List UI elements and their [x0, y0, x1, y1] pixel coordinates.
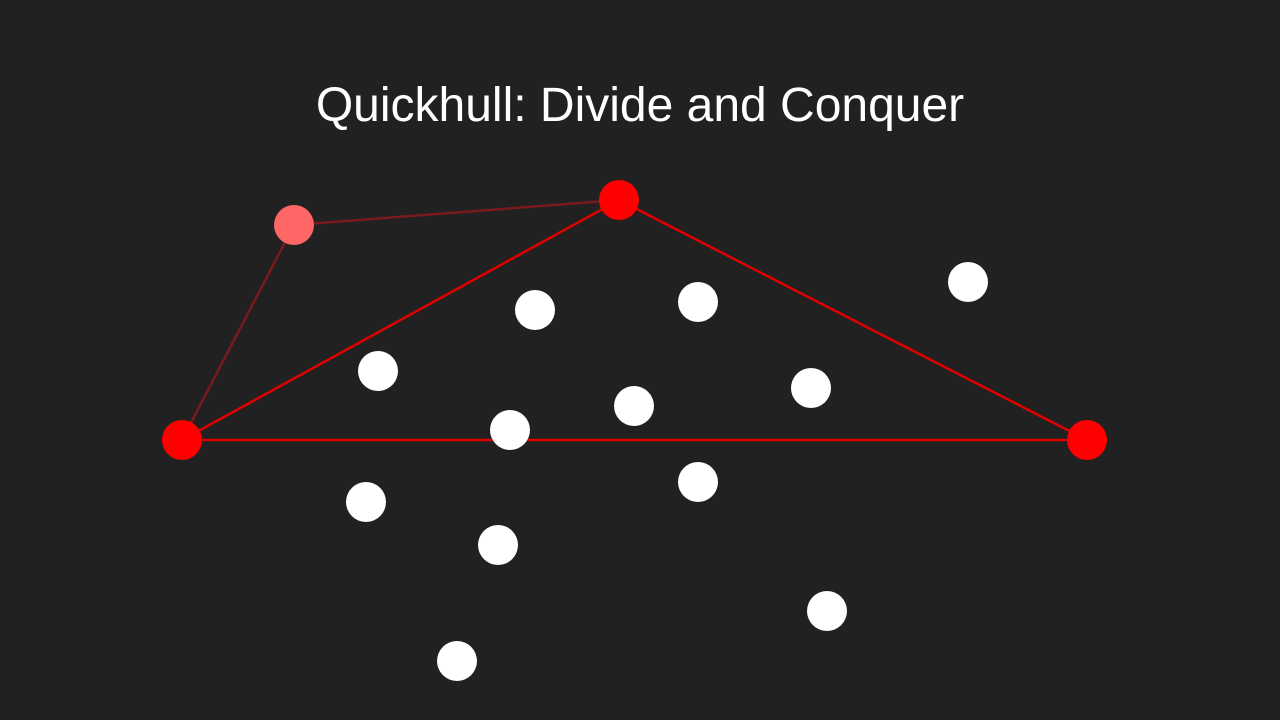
hull-point-candidate	[274, 205, 314, 245]
hull-edge-right	[618, 198, 1088, 442]
hull-point-top	[599, 180, 639, 220]
point	[358, 351, 398, 391]
point	[515, 290, 555, 330]
point	[678, 462, 718, 502]
point	[678, 282, 718, 322]
point	[791, 368, 831, 408]
point	[807, 591, 847, 631]
candidate-edge-left	[180, 224, 296, 441]
hull-point-right	[1067, 420, 1107, 460]
hull-edge-left	[181, 198, 620, 442]
point	[478, 525, 518, 565]
diagram-title: Quickhull: Divide and Conquer	[315, 79, 965, 132]
point	[614, 386, 654, 426]
hull-point-left	[162, 420, 202, 460]
point	[346, 482, 386, 522]
candidate-edge-top	[293, 198, 620, 227]
point	[437, 641, 477, 681]
point	[490, 410, 530, 450]
point	[948, 262, 988, 302]
